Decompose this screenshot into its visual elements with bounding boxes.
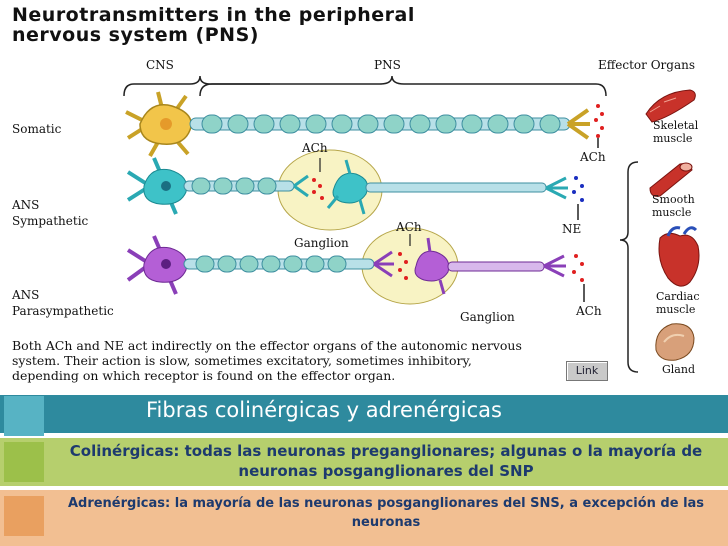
somatic-neuron (125, 91, 604, 157)
caption-line-1: Both ACh and NE act indirectly on the ef… (12, 338, 522, 353)
row-label-ans-parasympathetic-2: Parasympathetic (12, 304, 114, 318)
cns-bracket (123, 75, 270, 97)
header-cns: CNS (146, 58, 174, 72)
row-label-somatic: Somatic (12, 122, 62, 136)
gland-icon (655, 323, 695, 361)
colinergicas-text: Colinérgicas: todas las neuronas pregang… (69, 442, 703, 480)
cardiac-muscle-icon (658, 226, 700, 287)
sympathetic-neurons (126, 149, 584, 231)
caption-line-2: system. Their action is slow, sometimes … (12, 353, 472, 368)
link-button[interactable]: Link (566, 361, 608, 381)
colinergicas-band (0, 438, 728, 486)
organ-smooth-1: Smooth (652, 193, 695, 206)
header-effector-organs: Effector Organs (598, 58, 696, 72)
slide-title-band (0, 395, 728, 433)
header-pns: PNS (374, 58, 401, 72)
label-ach-para-ganglion: ACh (396, 220, 422, 234)
pns-bracket (199, 75, 607, 97)
row-label-ans-sympathetic-2: Sympathetic (12, 214, 89, 228)
diagram-caption: Both ACh and NE act indirectly on the ef… (12, 338, 572, 383)
title-band-square (4, 396, 44, 436)
skeletal-muscle-icon (645, 89, 696, 123)
adrenergicas-square (4, 496, 44, 536)
diagram-title-line2: nervous system (PNS) (12, 24, 259, 46)
organ-gland: Gland (662, 363, 695, 376)
row-label-ans-parasympathetic-1: ANS (12, 288, 40, 302)
organ-skeletal-1: Skeletal (653, 119, 699, 132)
label-ach-symp-ganglion: ACh (302, 141, 328, 155)
neuron-illustration (123, 75, 700, 373)
label-ne: NE (562, 222, 582, 236)
organ-smooth-2: muscle (652, 206, 692, 219)
label-ganglion-sympathetic: Ganglion (294, 236, 349, 250)
row-label-ans-sympathetic-1: ANS (12, 198, 40, 212)
slide-title: Fibras colinérgicas y adrenérgicas (146, 398, 502, 422)
adrenergicas-text: Adrenérgicas: la mayoría de las neuronas… (67, 496, 705, 530)
label-ach-somatic-end: ACh (580, 150, 606, 164)
organ-skeletal-2: muscle (653, 132, 693, 145)
label-ganglion-parasympathetic: Ganglion (460, 310, 515, 324)
label-ach-para-end: ACh (576, 304, 602, 318)
smooth-muscle-icon (649, 162, 693, 197)
parasympathetic-neurons (126, 227, 585, 305)
ans-effectors-bracket (619, 161, 639, 373)
pns-diagram: Neurotransmitters in the peripheral nerv… (12, 4, 700, 383)
adrenergicas-band (0, 490, 728, 546)
diagram-title-line1: Neurotransmitters in the peripheral (12, 4, 415, 26)
caption-line-3: depending on which receptor is found on … (12, 368, 396, 383)
organ-cardiac-2: muscle (656, 303, 696, 316)
organ-cardiac-1: Cardiac (656, 290, 700, 303)
colinergicas-square (4, 442, 44, 482)
